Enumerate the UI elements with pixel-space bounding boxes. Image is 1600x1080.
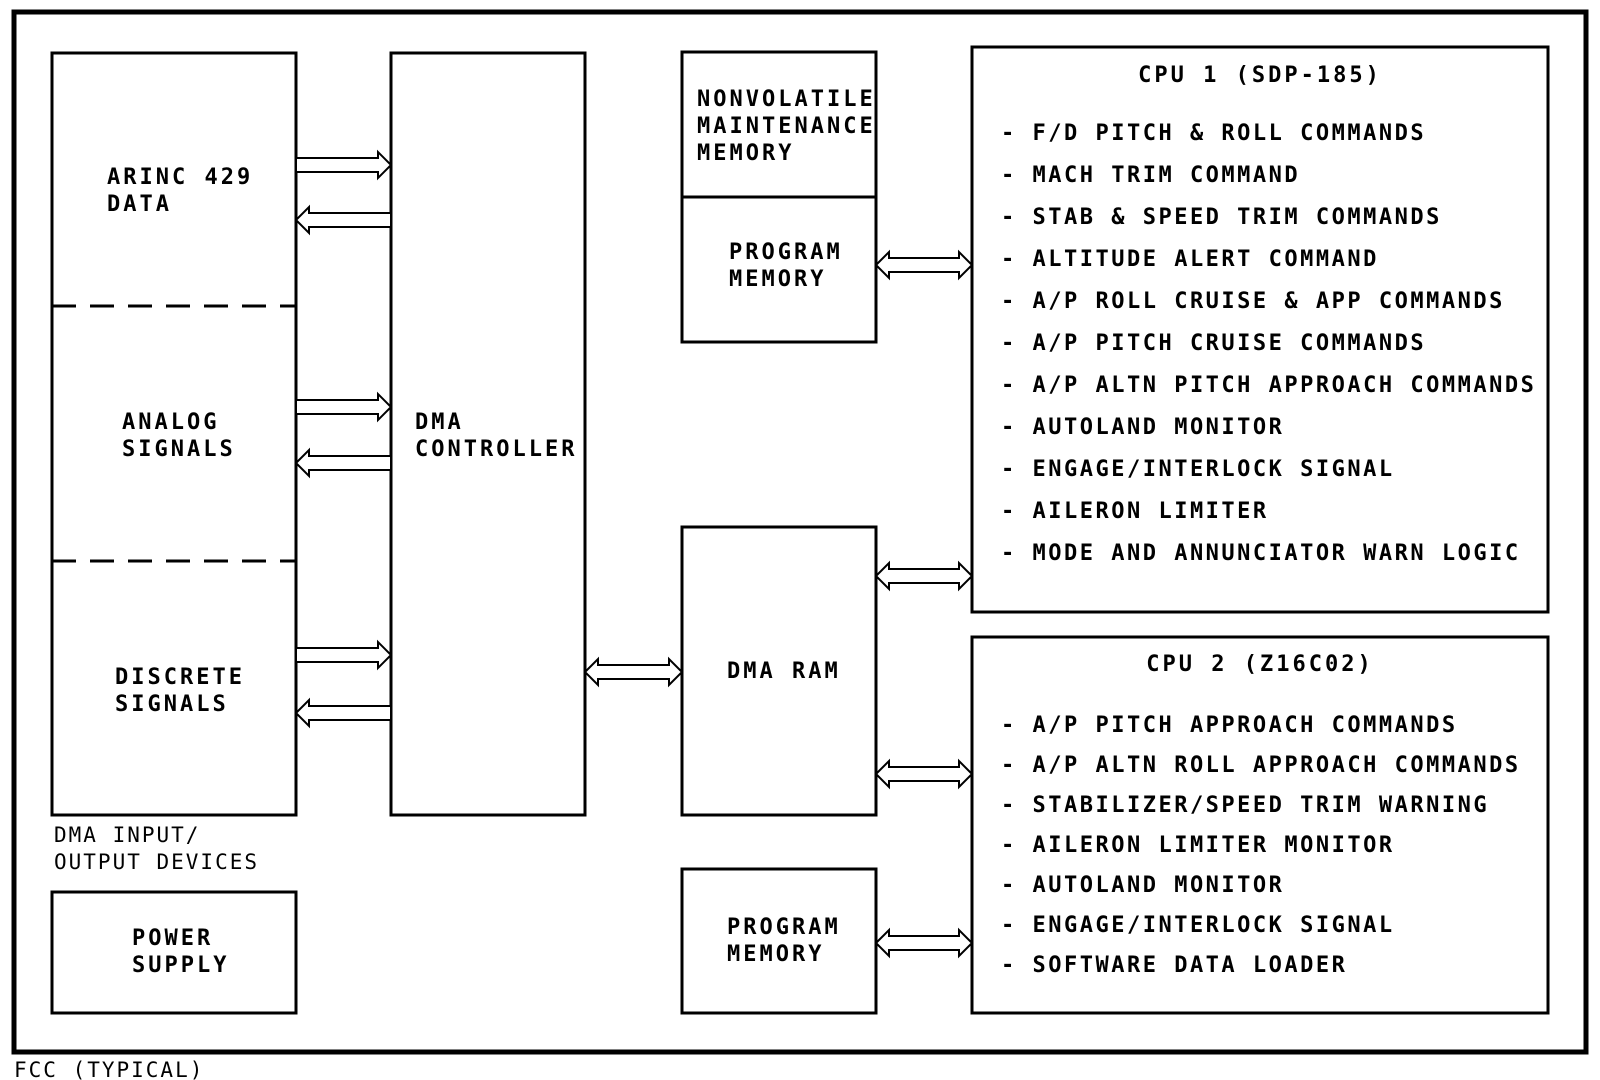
arrow-progmem2-cpu2	[874, 927, 974, 959]
cpu1-function-item: - ENGAGE/INTERLOCK SIGNAL	[1001, 457, 1395, 482]
arrow-dmaram-cpu1	[874, 560, 974, 592]
io-group-label-line2: OUTPUT DEVICES	[54, 850, 259, 874]
cpu1-function-item: - A/P ALTN PITCH APPROACH COMMANDS	[1001, 373, 1536, 398]
arrow-discrete-to-dma	[295, 639, 393, 671]
io-group-label-line1: DMA INPUT/	[54, 823, 200, 847]
nonvolatile-label-line3: MEMORY	[697, 141, 794, 166]
dma-ram-label: DMA RAM	[727, 659, 841, 684]
power-supply-label-line2: SUPPLY	[132, 953, 229, 978]
cpu2-title: CPU 2 (Z16C02)	[1146, 652, 1373, 677]
cpu1-function-item: - ALTITUDE ALERT COMMAND	[1001, 247, 1379, 272]
cpu1-function-item: - STAB & SPEED TRIM COMMANDS	[1001, 205, 1442, 230]
cpu1-function-item: - AUTOLAND MONITOR	[1001, 415, 1284, 440]
cpu1-function-item: - MACH TRIM COMMAND	[1001, 163, 1300, 188]
io-devices-box	[50, 51, 298, 817]
cpu2-function-item: - STABILIZER/SPEED TRIM WARNING	[1001, 793, 1489, 818]
arrow-arinc-to-dma	[295, 149, 393, 181]
nonvolatile-label-line2: MAINTENANCE	[697, 114, 876, 139]
cpu1-function-item: - A/P PITCH CRUISE COMMANDS	[1001, 331, 1426, 356]
arrow-dmac-dmaram	[583, 656, 684, 688]
cpu2-function-item: - A/P PITCH APPROACH COMMANDS	[1001, 713, 1458, 738]
program-memory-2-box	[680, 867, 878, 1015]
cpu2-function-item: - SOFTWARE DATA LOADER	[1001, 953, 1347, 978]
dma-controller-label-line2: CONTROLLER	[415, 437, 577, 462]
cpu2-function-item: - A/P ALTN ROLL APPROACH COMMANDS	[1001, 753, 1521, 778]
power-supply-box	[50, 890, 298, 1015]
cpu1-function-item: - F/D PITCH & ROLL COMMANDS	[1001, 121, 1426, 146]
arrow-dmaram-cpu2	[874, 758, 974, 790]
arinc-label-line2: DATA	[107, 192, 172, 217]
arrow-dma-to-arinc	[294, 204, 392, 236]
program-memory-2-label-line1: PROGRAM	[727, 915, 841, 940]
power-supply-label-line1: POWER	[132, 926, 213, 951]
cpu1-box	[970, 45, 1550, 614]
cpu1-function-item: - AILERON LIMITER	[1001, 499, 1269, 524]
arrow-progmem1-cpu1	[874, 249, 974, 281]
cpu1-function-item: - MODE AND ANNUNCIATOR WARN LOGIC	[1001, 541, 1521, 566]
cpu1-title: CPU 1 (SDP-185)	[1138, 63, 1382, 88]
cpu2-function-item: - ENGAGE/INTERLOCK SIGNAL	[1001, 913, 1395, 938]
program-memory-1-label-line2: MEMORY	[729, 267, 826, 292]
arrow-dma-to-discrete	[294, 697, 392, 729]
arrow-analog-to-dma	[295, 391, 393, 423]
cpu2-function-list: - A/P PITCH APPROACH COMMANDS - A/P ALTN …	[1001, 713, 1521, 978]
cpu1-function-list: - F/D PITCH & ROLL COMMANDS - MACH TRIM C…	[1001, 121, 1536, 566]
fcc-outer-frame	[11, 9, 1589, 1055]
analog-label-line1: ANALOG	[122, 410, 219, 435]
nonvolatile-label-line1: NONVOLATILE	[697, 87, 876, 112]
program-memory-1-box	[680, 195, 878, 344]
cpu1-function-item: - A/P ROLL CRUISE & APP COMMANDS	[1001, 289, 1505, 314]
discrete-label-line2: SIGNALS	[115, 692, 229, 717]
arinc-label-line1: ARINC 429	[107, 165, 253, 190]
analog-label-line2: SIGNALS	[122, 437, 236, 462]
dma-controller-label-line1: DMA	[415, 410, 464, 435]
cpu2-function-item: - AUTOLAND MONITOR	[1001, 873, 1284, 898]
cpu2-function-item: - AILERON LIMITER MONITOR	[1001, 833, 1395, 858]
cpu2-box	[970, 635, 1550, 1015]
diagram-caption: FCC (TYPICAL)	[14, 1058, 204, 1080]
discrete-label-line1: DISCRETE	[115, 665, 245, 690]
program-memory-2-label-line2: MEMORY	[727, 942, 824, 967]
dma-controller-box	[389, 51, 587, 817]
arrow-dma-to-analog	[294, 447, 392, 479]
program-memory-1-label-line1: PROGRAM	[729, 240, 843, 265]
